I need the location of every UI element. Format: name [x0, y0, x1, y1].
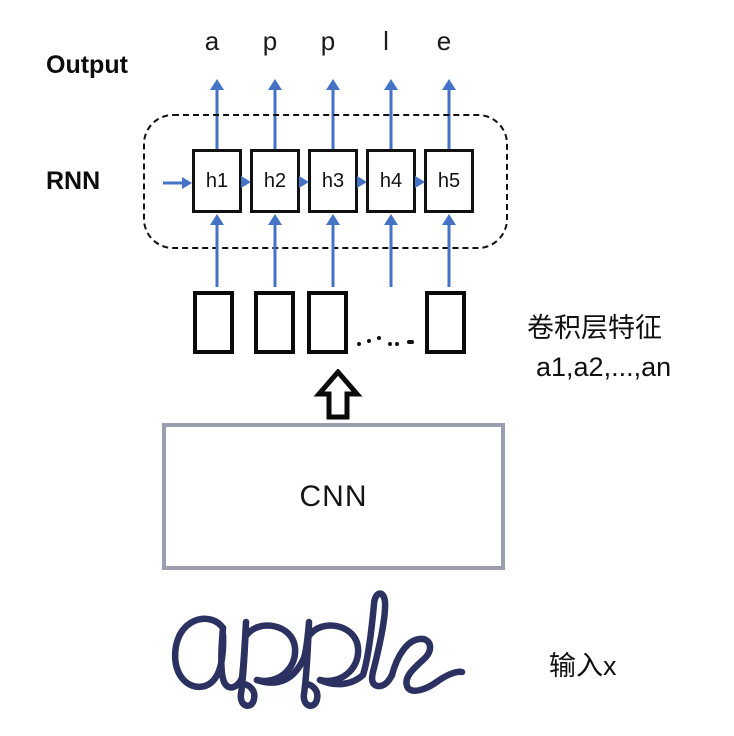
- output-arrow-icon: [326, 79, 340, 150]
- feature-arrow-icon: [384, 214, 398, 287]
- handwritten-apple-image: [171, 590, 466, 709]
- ellipsis-dot: [395, 342, 399, 346]
- arrow-shaft: [163, 181, 184, 185]
- feature-column-box: [193, 291, 234, 354]
- arrowhead: [326, 214, 340, 225]
- arrowhead: [442, 79, 456, 90]
- cell-link-arrow-icon: [241, 176, 251, 188]
- arrowhead: [268, 214, 282, 225]
- cell-link-arrow-icon: [357, 176, 367, 188]
- arrowhead: [442, 214, 456, 225]
- output-arrow-icon: [442, 79, 456, 150]
- rnn-cell: h5: [424, 149, 474, 213]
- feature-arrow-icon: [210, 214, 224, 287]
- output-arrow-icon: [268, 79, 282, 150]
- rnn-label: RNN: [46, 167, 101, 195]
- output-arrow-icon: [210, 79, 224, 150]
- feature-column-box: [307, 291, 348, 354]
- rnn-cell: h4: [366, 149, 416, 213]
- arrowhead: [182, 177, 192, 189]
- arrow-shaft: [215, 88, 219, 150]
- output-arrow-icon: [384, 79, 398, 150]
- rnn-entry-arrow-icon: [163, 177, 192, 189]
- ellipsis-dot: [377, 336, 381, 340]
- feature-column-box: [254, 291, 295, 354]
- rnn-cell: h2: [250, 149, 300, 213]
- feature-caption-cn: 卷积层特征: [527, 313, 662, 343]
- cell-link-arrow-icon: [415, 176, 425, 188]
- rnn-cell-label: h2: [263, 169, 287, 192]
- arrow-shaft: [273, 223, 277, 287]
- output-letter: p: [320, 26, 336, 56]
- arrow-shaft: [389, 88, 393, 150]
- output-letter: e: [436, 26, 452, 56]
- cnn-label: CNN: [299, 479, 368, 513]
- arrow-shaft: [447, 223, 451, 287]
- rnn-cell-label: h4: [379, 169, 403, 192]
- arrowhead: [326, 79, 340, 90]
- arrow-shaft: [331, 223, 335, 287]
- feature-caption-seq: a1,a2,...,an: [536, 352, 672, 382]
- rnn-cell: h1: [192, 149, 242, 213]
- output-letter: p: [262, 26, 278, 56]
- rnn-dashed-border: [143, 114, 508, 249]
- output-letter: l: [383, 26, 389, 56]
- output-letter: a: [204, 26, 220, 56]
- arrow-shaft: [273, 88, 277, 150]
- rnn-cell-label: h3: [321, 169, 345, 192]
- cnn-box: CNN: [162, 423, 505, 570]
- cell-link-arrow-icon: [299, 176, 309, 188]
- arrowhead: [268, 79, 282, 90]
- input-caption: 输入x: [549, 651, 617, 681]
- ellipsis-dot: [407, 340, 414, 344]
- arrow-shaft: [331, 88, 335, 150]
- arrowhead: [210, 79, 224, 90]
- arrowhead: [384, 214, 398, 225]
- rnn-cell-label: h5: [437, 169, 461, 192]
- rnn-cell: h3: [308, 149, 358, 213]
- arrow-shaft: [447, 88, 451, 150]
- ellipsis-dot: [367, 339, 371, 343]
- ellipsis-dot: [357, 342, 361, 346]
- feature-arrow-icon: [326, 214, 340, 287]
- rnn-cell-label: h1: [205, 169, 229, 192]
- arrow-shaft: [215, 223, 219, 287]
- ellipsis-dot: [388, 342, 392, 346]
- arrowhead: [210, 214, 224, 225]
- feature-arrow-icon: [442, 214, 456, 287]
- block-up-arrow-icon: [313, 369, 363, 420]
- output-label: Output: [46, 51, 128, 79]
- arrow-shaft: [389, 223, 393, 287]
- feature-column-box: [425, 291, 466, 354]
- arrowhead: [384, 79, 398, 90]
- feature-arrow-icon: [268, 214, 282, 287]
